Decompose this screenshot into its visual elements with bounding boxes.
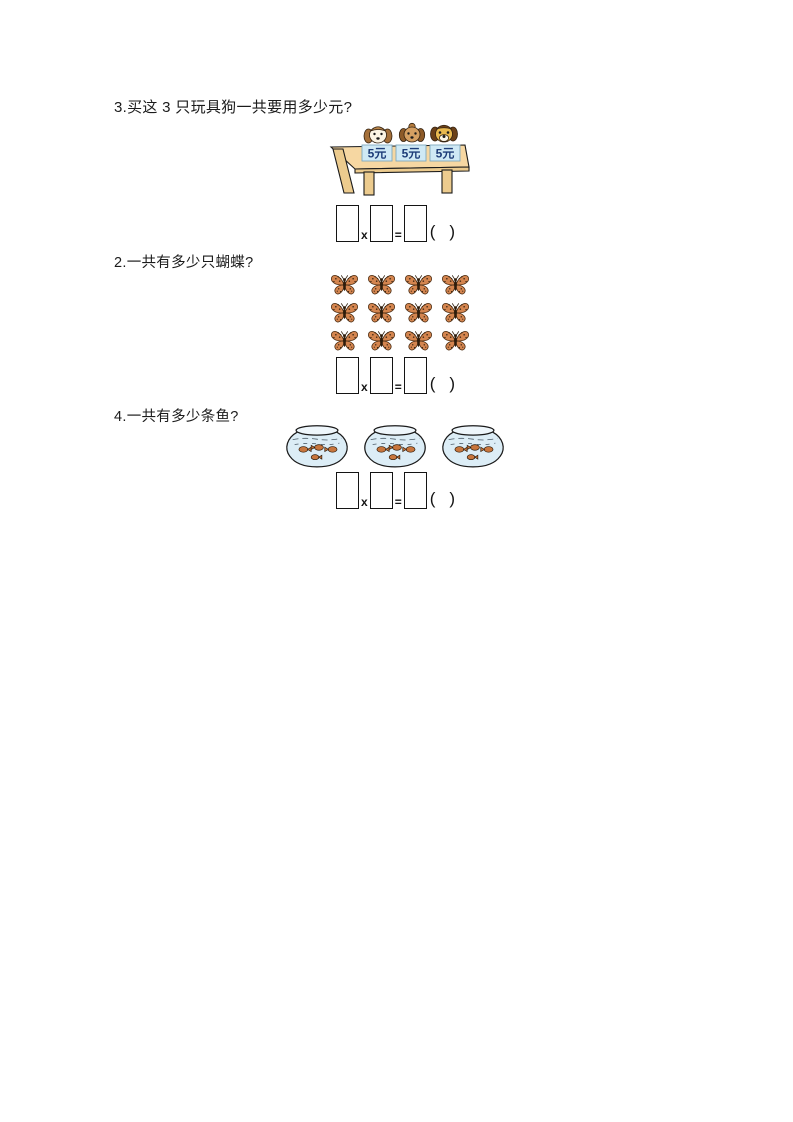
butterfly-icon (329, 300, 360, 325)
price-tag-label: 5元 (368, 147, 387, 161)
equals-sign: = (394, 380, 402, 394)
fish-icon (466, 454, 479, 461)
toy-dog-icon (363, 126, 393, 144)
fish-icon (480, 446, 494, 453)
butterfly-icon (329, 272, 360, 297)
butterfly-icon (403, 300, 434, 325)
answer-box (336, 472, 359, 509)
fish-icon (466, 444, 480, 451)
butterfly-icon (403, 328, 434, 353)
equals-sign: = (394, 228, 402, 242)
multiply-sign: x (361, 380, 368, 394)
answer-box (369, 205, 393, 242)
answer-box (369, 357, 393, 394)
answer-box (336, 205, 359, 242)
toy-dogs-table-illustration: 5元 5元 5元 (325, 118, 475, 203)
question-4-text: 4.一共有多少条鱼? (114, 409, 239, 425)
price-tag-label: 5元 (436, 147, 455, 161)
fishbowl-icon (282, 422, 352, 474)
butterfly-icon (366, 328, 397, 353)
fish-icon (388, 444, 402, 451)
equation-row-q3: x = () (336, 205, 455, 242)
butterfly-icon (440, 272, 471, 297)
answer-box (336, 357, 359, 394)
unit-parentheses: () (429, 374, 456, 393)
multiply-sign: x (361, 495, 368, 509)
fishbowl-row (282, 422, 508, 474)
fishbowl-icon (360, 422, 430, 474)
toy-dog-icon (430, 124, 458, 143)
butterfly-icon (329, 328, 360, 353)
answer-box (369, 472, 393, 509)
fish-icon (388, 454, 401, 461)
butterfly-grid (329, 272, 471, 356)
answer-box (403, 357, 427, 394)
fish-icon (310, 454, 323, 461)
fish-icon (376, 446, 390, 453)
fish-icon (454, 446, 468, 453)
equation-row-q4: x = () (336, 472, 455, 509)
butterfly-icon (403, 272, 434, 297)
question-3-text: 3.买这 3 只玩具狗一共要用多少元? (114, 99, 353, 116)
butterfly-icon (366, 272, 397, 297)
unit-parentheses: () (429, 489, 456, 508)
answer-box (403, 205, 427, 242)
toy-dog-icon (398, 122, 426, 143)
multiply-sign: x (361, 228, 368, 242)
fish-icon (310, 444, 324, 451)
question-2-text: 2.一共有多少只蝴蝶? (114, 255, 254, 271)
unit-parentheses: () (429, 222, 456, 241)
equals-sign: = (394, 495, 402, 509)
equation-row-q2: x = () (336, 357, 455, 394)
butterfly-icon (440, 300, 471, 325)
answer-box (403, 472, 427, 509)
fish-icon (402, 446, 416, 453)
butterfly-icon (366, 300, 397, 325)
butterfly-icon (440, 328, 471, 353)
price-tag-label: 5元 (402, 147, 421, 161)
price-tags (361, 144, 461, 162)
fishbowl-icon (438, 422, 508, 474)
fish-icon (298, 446, 312, 453)
fish-icon (324, 446, 338, 453)
